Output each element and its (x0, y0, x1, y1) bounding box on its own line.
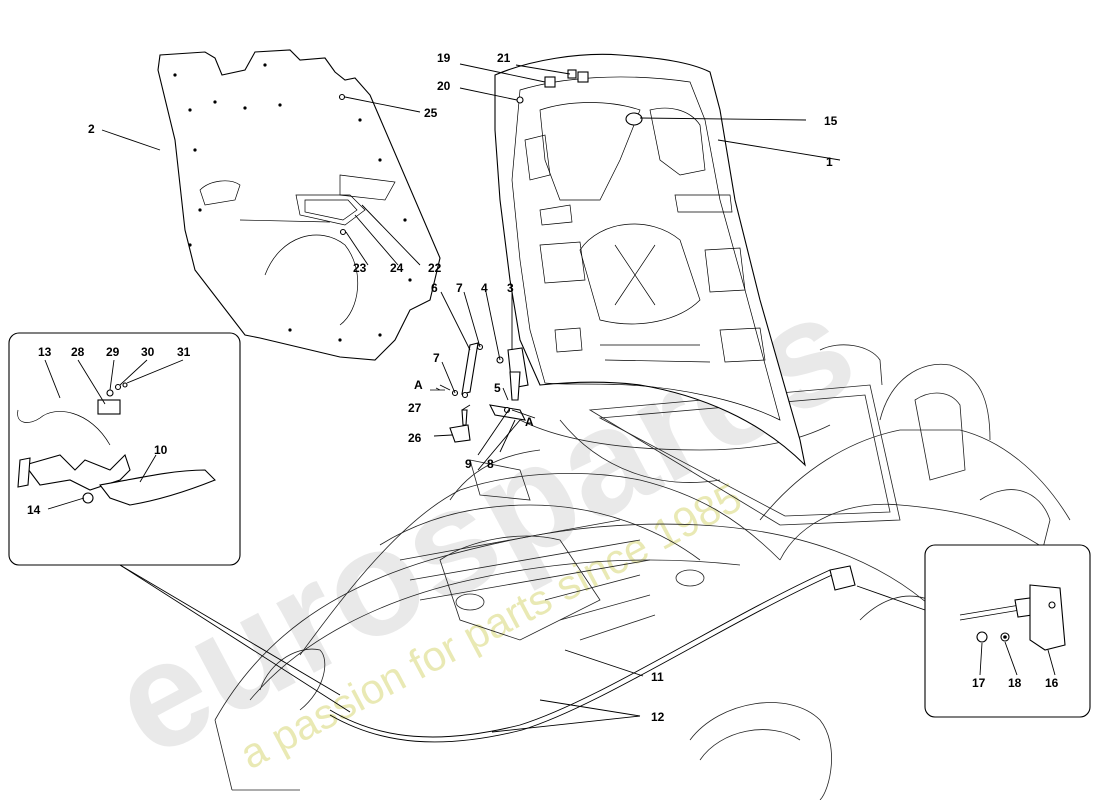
callout-26: 26 (408, 431, 422, 445)
callout-21: 21 (497, 51, 511, 65)
callout-11: 11 (651, 670, 664, 684)
callout-16: 16 (1045, 676, 1059, 690)
callout-31: 31 (177, 345, 191, 359)
callout-15: 15 (824, 114, 838, 128)
callout-12: 12 (651, 710, 665, 724)
callout-A-right: A (525, 415, 534, 429)
callout-7-strut: 7 (456, 281, 463, 295)
callout-22: 22 (428, 261, 442, 275)
callout-3: 3 (507, 281, 514, 295)
callout-25: 25 (424, 106, 438, 120)
callout-5: 5 (494, 381, 501, 395)
callout-2: 2 (88, 122, 95, 136)
detail-box-hinge-latch (829, 544, 1091, 718)
callout-24: 24 (390, 261, 404, 275)
callout-A-left: A (414, 378, 423, 392)
car-body-outline (214, 344, 1091, 801)
callout-labels: 1 2 3 4 5 6 7 7 8 9 10 11 12 13 14 15 16… (27, 51, 1059, 724)
leader-lines (44, 63, 1056, 733)
callout-20: 20 (437, 79, 451, 93)
callout-10: 10 (154, 443, 168, 457)
callout-6: 6 (431, 281, 438, 295)
hinge-assembly (430, 342, 529, 443)
callout-29: 29 (106, 345, 120, 359)
callout-17: 17 (972, 676, 986, 690)
callout-19: 19 (437, 51, 451, 65)
callout-9: 9 (465, 457, 472, 471)
bonnet-insulation-panel (157, 49, 441, 361)
callout-23: 23 (353, 261, 367, 275)
callout-27: 27 (408, 401, 422, 415)
callout-1: 1 (826, 155, 833, 169)
detail-box-release-lever (8, 332, 241, 566)
callout-18: 18 (1008, 676, 1022, 690)
callout-30: 30 (141, 345, 155, 359)
bonnet-lid (494, 53, 806, 467)
callout-14: 14 (27, 503, 41, 517)
callout-8: 8 (487, 457, 494, 471)
callout-28: 28 (71, 345, 85, 359)
callout-13: 13 (38, 345, 52, 359)
callout-7-pin: 7 (433, 351, 440, 365)
callout-4: 4 (481, 281, 488, 295)
